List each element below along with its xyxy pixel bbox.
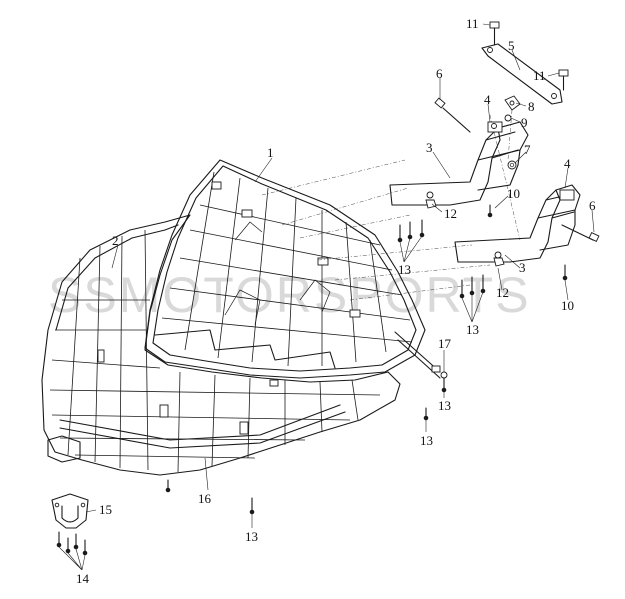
callout-12-left: 12 [444, 206, 457, 221]
callout-1: 1 [267, 145, 274, 160]
callout-6-left: 6 [436, 66, 443, 81]
callout-15: 15 [99, 502, 112, 517]
callout-16: 16 [198, 491, 212, 506]
callout-11-right: 11 [533, 68, 546, 83]
top-plate-part [481, 43, 563, 105]
bolt-part-17 [431, 365, 448, 379]
callout-labels: 1 2 3 3 4 4 5 6 6 7 8 9 10 10 11 11 12 1… [76, 16, 596, 586]
callout-4-left: 4 [484, 92, 491, 107]
callout-2: 2 [112, 233, 119, 248]
front-rack-part [144, 159, 441, 379]
callout-13-right: 13 [466, 322, 479, 337]
long-bolt-6-left [434, 97, 471, 133]
long-bolt-6-right [561, 224, 600, 243]
callout-3-right: 3 [519, 260, 526, 275]
callout-8: 8 [528, 99, 535, 114]
callout-13-rack: 13 [438, 398, 451, 413]
callout-17: 17 [438, 336, 452, 351]
bolt-11-top [489, 21, 500, 46]
callout-9: 9 [521, 115, 528, 130]
callout-12-right: 12 [496, 285, 509, 300]
alignment-lines [261, 109, 521, 301]
nut-part-9 [504, 114, 512, 122]
bolt-11-right [558, 69, 569, 91]
callout-10-left: 10 [507, 186, 520, 201]
left-bracket-assembly [389, 121, 529, 206]
callout-7: 7 [524, 142, 531, 157]
callout-11-top: 11 [466, 16, 479, 31]
callout-3-left: 3 [426, 140, 433, 155]
leader-lines [58, 23, 595, 571]
bolt-set-13 [165, 204, 568, 515]
bolt-set-14 [56, 531, 88, 556]
callout-13-lower: 13 [420, 433, 433, 448]
watermark-text: SSMOTORSPORTS [48, 267, 531, 323]
callout-14: 14 [76, 571, 90, 586]
callout-13-bottom: 13 [245, 529, 258, 544]
rear-basket-part [41, 214, 401, 476]
clip-part-8 [504, 95, 521, 111]
callout-10-right: 10 [561, 298, 574, 313]
callout-6-right: 6 [589, 198, 596, 213]
hook-bracket-part-15 [51, 493, 89, 529]
callout-4-right: 4 [564, 156, 571, 171]
callout-13-center: 13 [398, 262, 411, 277]
callout-5: 5 [508, 38, 515, 53]
spacer-part-7 [507, 160, 517, 170]
nut-part-12 [425, 199, 505, 267]
